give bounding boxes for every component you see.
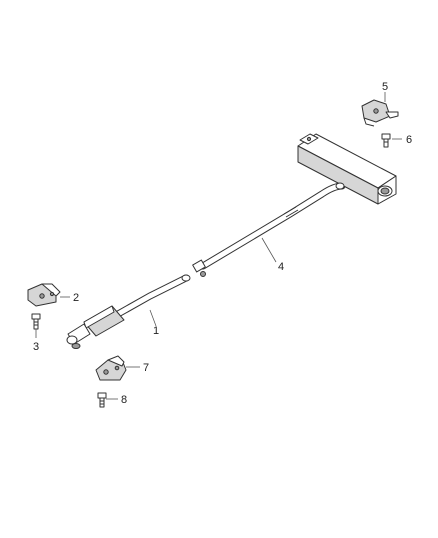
part-8-bolt: [97, 392, 107, 408]
leader-lines: [35, 92, 402, 400]
rear-muffler: [297, 133, 397, 205]
callout-8: 8: [121, 394, 127, 406]
part-1-front-pipe: [66, 274, 191, 349]
callout-3: 3: [33, 341, 39, 353]
callout-2: 2: [73, 292, 79, 304]
callout-1: 1: [153, 325, 159, 337]
part-7-bracket: [95, 355, 127, 381]
part-4-rear-pipe: [192, 182, 346, 277]
callout-4: 4: [278, 261, 284, 273]
part-5-bracket: [361, 99, 399, 127]
callout-7: 7: [143, 362, 149, 374]
part-6-bolt: [381, 133, 391, 148]
callout-6: 6: [406, 134, 412, 146]
part-2-bracket: [27, 283, 61, 307]
part-3-bolt: [31, 313, 41, 330]
callout-5: 5: [382, 81, 388, 93]
